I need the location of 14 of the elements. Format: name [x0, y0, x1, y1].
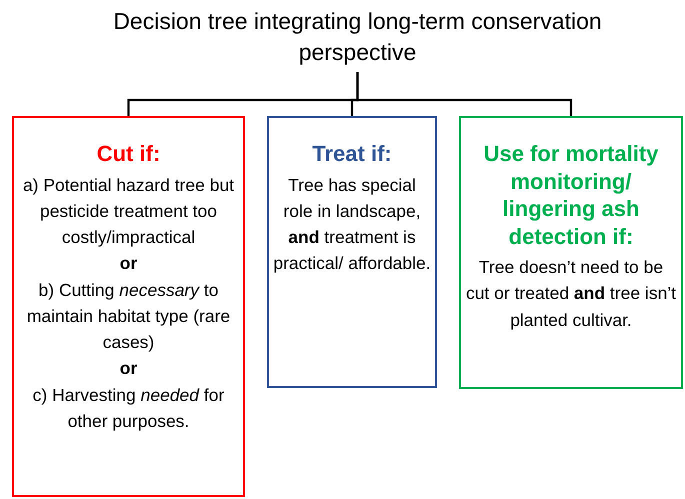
root-label: Decision tree integrating long-term conservation perspective: [112, 7, 603, 68]
box-heading: Treat if:: [311, 140, 393, 168]
condition-text: Tree doesn’t need to be cut or treated and tree isn’t planted cultivar.: [465, 256, 677, 332]
box-heading: Use for mortality monitoring/ lingering ash detection if:: [482, 140, 660, 250]
decision-box: [267, 116, 437, 388]
box-heading: Cut if:: [96, 140, 162, 168]
decision-box: [12, 116, 245, 497]
condition-text: Tree has special role in landscape, and treatment is practical/ affordable.: [273, 174, 431, 276]
condition-text: b) Cutting necessary to maintain habitat type (rare cases): [26, 278, 232, 354]
connector-word: or: [118, 252, 138, 276]
connector-word: or: [118, 357, 138, 380]
condition-text: c) Harvesting needed for other purposes.: [32, 384, 226, 433]
decision-box: [459, 116, 683, 389]
tree-connector: [356, 72, 572, 116]
